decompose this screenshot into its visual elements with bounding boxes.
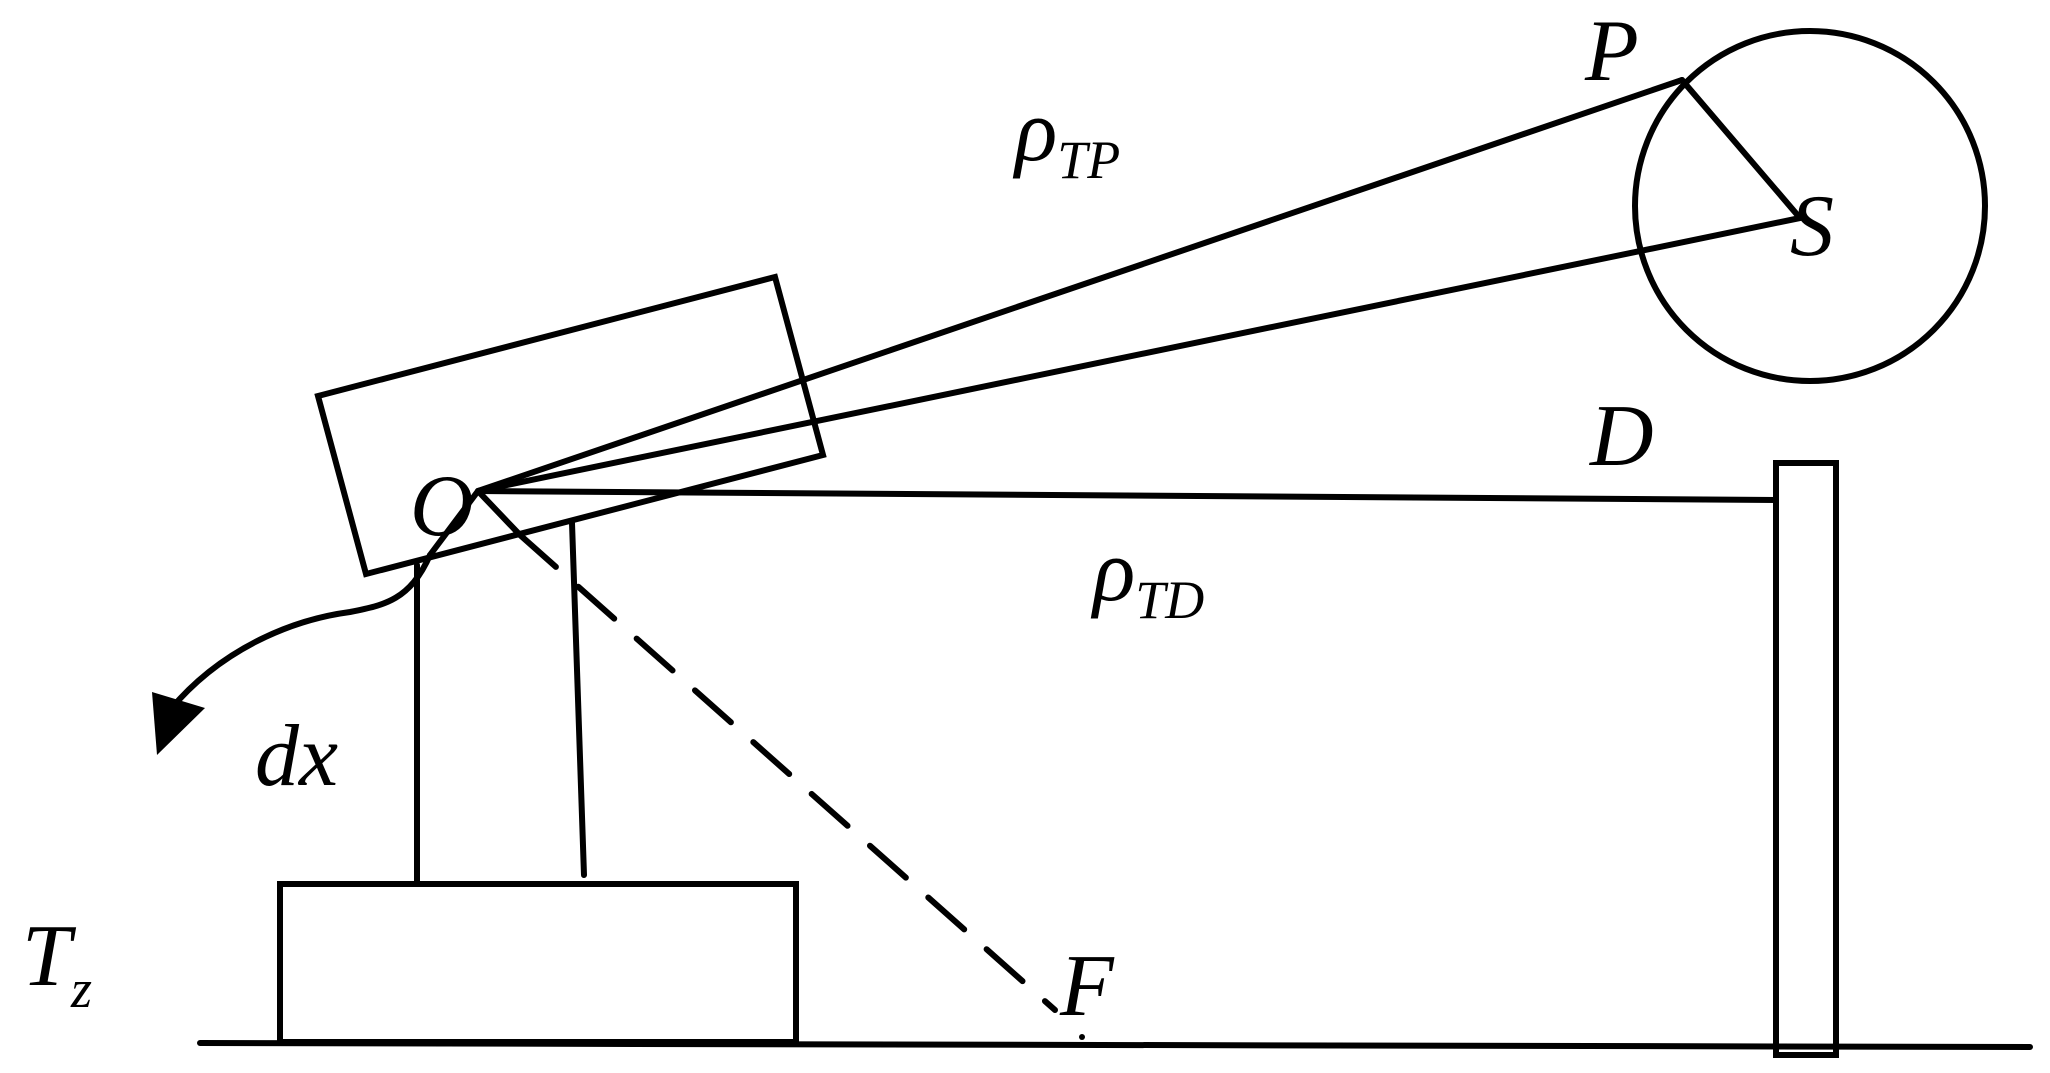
dashed-line-to-f <box>517 532 1058 1013</box>
target-sphere <box>1632 28 1988 384</box>
o-to-dashed-start-segment <box>475 488 523 538</box>
label-tz: Tz <box>22 908 92 1019</box>
label-dx: dx <box>255 708 338 805</box>
label-d: D <box>1589 388 1654 485</box>
rho-td-symbol: ρ <box>1090 523 1135 620</box>
target-post <box>1773 460 1839 1058</box>
rho-tp-subscript: TP <box>1057 130 1120 190</box>
ray-o-to-p <box>475 77 1685 494</box>
label-s: S <box>1790 178 1834 275</box>
rotation-arrow <box>167 552 433 713</box>
o-to-lower-left-segment <box>427 488 481 558</box>
label-f: F <box>1059 938 1115 1035</box>
rotation-arrowhead <box>152 692 205 755</box>
instrument-box <box>314 273 827 578</box>
label-p: P <box>1584 3 1639 100</box>
right-leg <box>569 520 587 878</box>
label-rho-td: ρTD <box>1090 523 1204 630</box>
label-rho-tp: ρTP <box>1012 83 1120 190</box>
tz-subscript: z <box>70 959 92 1019</box>
label-o: O <box>410 458 474 555</box>
base-box <box>277 881 799 1045</box>
rho-tp-symbol: ρ <box>1012 83 1057 180</box>
ray-o-to-d <box>475 488 1779 503</box>
point-f-marker <box>1079 1034 1085 1040</box>
rho-td-subscript: TD <box>1135 570 1204 630</box>
tz-main: T <box>22 908 77 1005</box>
ray-o-to-s <box>475 215 1803 494</box>
radius-p-to-s <box>1679 77 1803 221</box>
